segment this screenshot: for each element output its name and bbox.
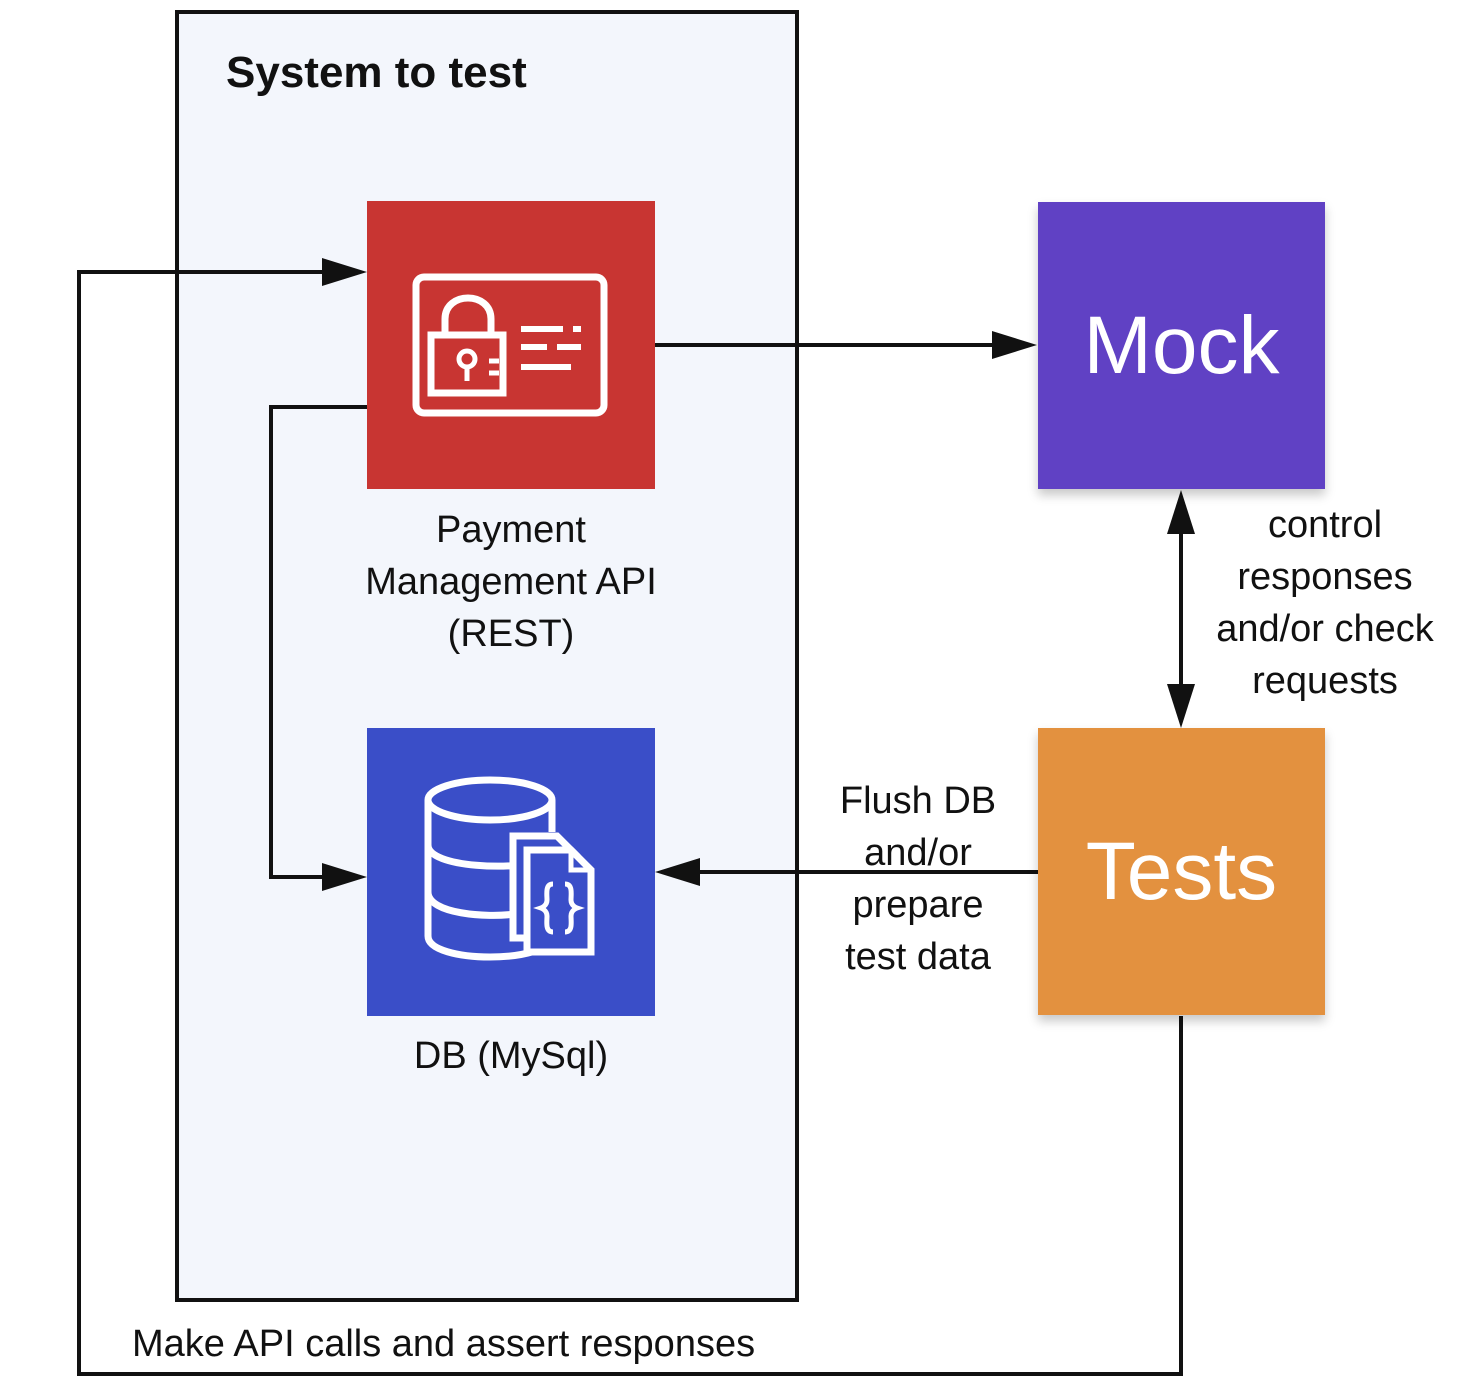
api-to-mock-arrowhead xyxy=(992,331,1037,359)
mock-tests-edge-label: control responses and/or check requests xyxy=(1190,499,1460,707)
tests-to-db-arrowhead xyxy=(655,858,700,886)
system-title: System to test xyxy=(226,48,527,97)
api-to-db-arrowhead xyxy=(322,863,367,891)
api-to-db-connector xyxy=(269,405,367,879)
payment-api-node xyxy=(367,201,655,489)
database-json-icon xyxy=(424,776,595,961)
edge-label-line: requests xyxy=(1252,660,1398,702)
payment-api-caption-line: (REST) xyxy=(447,613,575,655)
id-card-lock-icon xyxy=(412,273,608,417)
edge-label-line: responses xyxy=(1237,556,1413,598)
tests-node: Tests xyxy=(1038,728,1325,1015)
tests-to-api-connector xyxy=(77,270,1183,1376)
payment-api-caption-line: Management API xyxy=(365,561,657,603)
edge-label-line: and/or check xyxy=(1216,608,1434,650)
mock-tests-arrowhead-up xyxy=(1167,490,1195,534)
mock-tests-arrowhead-down xyxy=(1167,684,1195,728)
mock-node: Mock xyxy=(1038,202,1325,489)
tests-api-edge-label: Make API calls and assert responses xyxy=(132,1323,756,1365)
edge-label-line: prepare xyxy=(852,884,984,926)
edge-label-line: control xyxy=(1267,504,1383,546)
tests-label: Tests xyxy=(1085,825,1278,917)
payment-api-caption: Payment Management API (REST) xyxy=(311,504,711,660)
database-caption: DB (MySql) xyxy=(413,1035,609,1077)
tests-db-edge-label: Flush DB and/or prepare test data xyxy=(800,775,1036,983)
tests-to-api-arrowhead xyxy=(322,258,367,286)
payment-api-caption-line: Payment xyxy=(436,509,586,551)
mock-label: Mock xyxy=(1083,299,1280,391)
database-node xyxy=(367,728,655,1016)
edge-label-line: and/or xyxy=(864,832,972,874)
edge-label-line: test data xyxy=(845,936,991,978)
edge-label-line: Flush DB xyxy=(839,780,997,822)
